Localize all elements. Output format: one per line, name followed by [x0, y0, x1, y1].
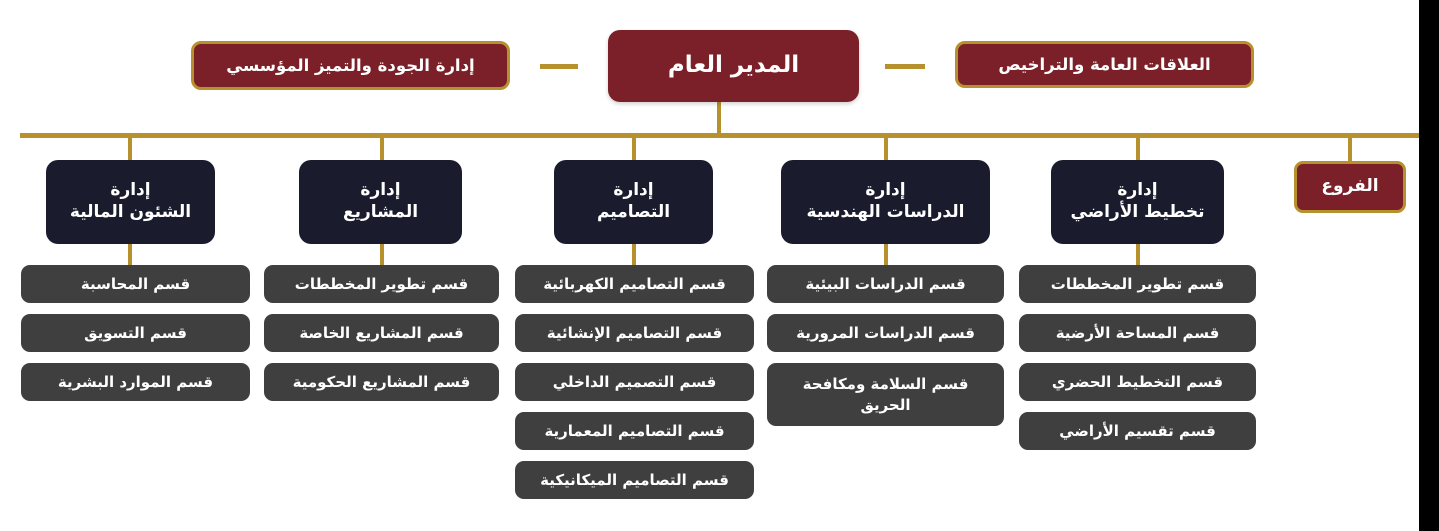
dept-1-to-subs-connector — [380, 244, 384, 266]
node-sub-marketing-label: قسم التسويق — [84, 323, 187, 342]
node-sub-safety-and-fire-fighting[interactable]: قسم السلامة ومكافحة الحريق — [767, 363, 1004, 426]
root-to-bus-connector — [717, 101, 721, 135]
node-sub-traffic-studies-label: قسم الدراسات المرورية — [796, 323, 975, 342]
node-department-land-planning-line2: تخطيط الأراضي — [1070, 202, 1205, 222]
node-sub-architectural-designs-label: قسم التصاميم المعمارية — [544, 421, 725, 440]
node-department-financial-affairs-line1: إدارة — [110, 180, 151, 201]
node-department-engineering-studies-line2: الدراسات الهندسية — [806, 202, 965, 222]
node-quality-and-excellence[interactable]: إدارة الجودة والتميز المؤسسي — [191, 41, 510, 90]
node-sub-mechanical-designs-label: قسم التصاميم الميكانيكية — [540, 470, 729, 489]
node-branches-label: الفروع — [1321, 176, 1379, 197]
node-sub-plan-development-label: قسم تطوير المخططات — [294, 274, 469, 293]
node-department-financial-affairs[interactable]: إدارة الشئون المالية — [46, 160, 215, 244]
node-sub-plan-development[interactable]: قسم تطوير المخططات — [264, 265, 499, 303]
node-sub-government-projects[interactable]: قسم المشاريع الحكومية — [264, 363, 499, 401]
node-department-designs[interactable]: إدارة التصاميم — [554, 160, 713, 244]
node-sub-land-plan-development-label: قسم تطوير المخططات — [1050, 274, 1225, 293]
node-department-designs-line1: إدارة — [613, 180, 654, 201]
node-sub-land-subdivision-label: قسم تقسيم الأراضي — [1059, 421, 1216, 440]
node-department-projects[interactable]: إدارة المشاريع — [299, 160, 462, 244]
node-department-financial-affairs-line2: الشئون المالية — [69, 202, 192, 222]
node-department-designs-line2: التصاميم — [596, 202, 671, 222]
node-sub-electrical-designs[interactable]: قسم التصاميم الكهربائية — [515, 265, 754, 303]
root-to-quality-connector — [540, 64, 578, 69]
node-sub-accounting[interactable]: قسم المحاسبة — [21, 265, 250, 303]
bus-to-dept-3-connector — [884, 135, 888, 160]
node-sub-interior-design-label: قسم التصميم الداخلي — [552, 372, 717, 391]
node-sub-land-plan-development[interactable]: قسم تطوير المخططات — [1019, 265, 1256, 303]
node-sub-structural-designs[interactable]: قسم التصاميم الإنشائية — [515, 314, 754, 352]
bus-to-dept-1-connector — [380, 135, 384, 160]
dept-3-to-subs-connector — [884, 244, 888, 266]
node-general-manager-label: المدير العام — [667, 52, 800, 79]
dept-4-to-subs-connector — [1136, 244, 1140, 266]
node-sub-marketing[interactable]: قسم التسويق — [21, 314, 250, 352]
node-sub-land-surveying[interactable]: قسم المساحة الأرضية — [1019, 314, 1256, 352]
node-sub-accounting-label: قسم المحاسبة — [80, 274, 191, 293]
node-sub-interior-design[interactable]: قسم التصميم الداخلي — [515, 363, 754, 401]
node-sub-urban-planning[interactable]: قسم التخطيط الحضري — [1019, 363, 1256, 401]
node-sub-land-surveying-label: قسم المساحة الأرضية — [1055, 323, 1220, 342]
node-department-land-planning[interactable]: إدارة تخطيط الأراضي — [1051, 160, 1224, 244]
bus-to-dept-4-connector — [1136, 135, 1140, 160]
node-sub-human-resources[interactable]: قسم الموارد البشرية — [21, 363, 250, 401]
node-department-projects-line2: المشاريع — [342, 202, 419, 222]
node-sub-human-resources-label: قسم الموارد البشرية — [57, 372, 214, 391]
node-quality-and-excellence-label: إدارة الجودة والتميز المؤسسي — [226, 55, 475, 75]
node-sub-structural-designs-label: قسم التصاميم الإنشائية — [546, 323, 723, 342]
node-department-projects-line1: إدارة — [360, 180, 401, 201]
node-sub-private-projects-label: قسم المشاريع الخاصة — [299, 323, 464, 342]
bus-to-branches-connector — [1348, 135, 1352, 161]
node-general-manager[interactable]: المدير العام — [608, 30, 859, 102]
node-department-engineering-studies[interactable]: إدارة الدراسات الهندسية — [781, 160, 990, 244]
node-sub-urban-planning-label: قسم التخطيط الحضري — [1051, 372, 1224, 391]
node-branches[interactable]: الفروع — [1294, 161, 1406, 213]
node-sub-architectural-designs[interactable]: قسم التصاميم المعمارية — [515, 412, 754, 450]
node-public-relations-and-licensing-label: العلاقات العامة والتراخيص — [998, 54, 1211, 74]
node-sub-environmental-studies[interactable]: قسم الدراسات البيئية — [767, 265, 1004, 303]
node-sub-traffic-studies[interactable]: قسم الدراسات المرورية — [767, 314, 1004, 352]
node-department-land-planning-line1: إدارة — [1117, 180, 1158, 201]
node-sub-mechanical-designs[interactable]: قسم التصاميم الميكانيكية — [515, 461, 754, 499]
node-sub-land-subdivision[interactable]: قسم تقسيم الأراضي — [1019, 412, 1256, 450]
node-department-engineering-studies-line1: إدارة — [865, 180, 906, 201]
dept-0-to-subs-connector — [128, 244, 132, 266]
main-horizontal-bus — [20, 133, 1419, 138]
node-sub-government-projects-label: قسم المشاريع الحكومية — [292, 372, 471, 391]
right-edge-band — [1419, 0, 1439, 531]
node-public-relations-and-licensing[interactable]: العلاقات العامة والتراخيص — [955, 41, 1254, 88]
bus-to-dept-0-connector — [128, 135, 132, 160]
node-sub-private-projects[interactable]: قسم المشاريع الخاصة — [264, 314, 499, 352]
dept-2-to-subs-connector — [632, 244, 636, 266]
node-sub-electrical-designs-label: قسم التصاميم الكهربائية — [543, 274, 726, 293]
node-sub-environmental-studies-label: قسم الدراسات البيئية — [805, 274, 966, 293]
bus-to-dept-2-connector — [632, 135, 636, 160]
node-sub-safety-and-fire-fighting-label: قسم السلامة ومكافحة الحريق — [802, 375, 969, 414]
root-to-public-relations-connector — [885, 64, 925, 69]
